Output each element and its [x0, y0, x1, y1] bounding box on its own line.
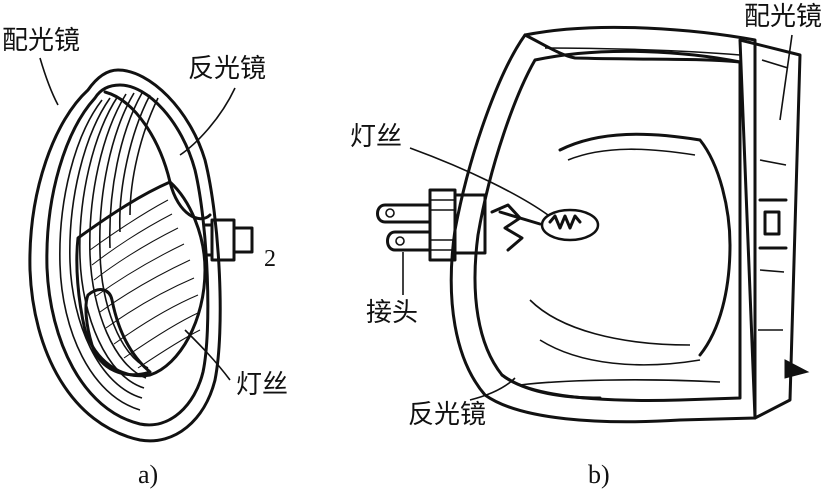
reflector-b-outer [449, 25, 757, 424]
headlamp-b [376, 25, 810, 424]
label-b-reflector: 反光镜 [408, 400, 487, 430]
caption-b: b) [588, 460, 610, 489]
reflector-b-bowl [558, 132, 732, 357]
reflector-a-hatch [89, 199, 201, 369]
connector-pin-bottom [386, 230, 432, 252]
leader-b-reflector [469, 377, 516, 401]
lens-a-ribs [59, 92, 159, 411]
connector-pin-top [376, 203, 432, 224]
filament-b-coil [548, 214, 582, 230]
label-a-reflector: 反光镜 [188, 54, 267, 84]
leader-a-reflector [179, 87, 236, 156]
lens-b-frame [738, 38, 802, 420]
socket-a-cap [232, 226, 254, 254]
leader-b-lens [779, 34, 793, 121]
leader-a-lens [39, 57, 59, 106]
lens-a-outer [28, 68, 222, 443]
label-b-lens: 配光镜 [744, 2, 823, 32]
label-a-lens: 配光镜 [2, 26, 81, 56]
label-b-connector: 接头 [366, 298, 419, 328]
leader-b-filament [409, 147, 549, 216]
headlamp-a [28, 57, 254, 443]
leader-a-filament [184, 329, 231, 381]
shield-b [490, 203, 524, 252]
reflector-b-inner [473, 49, 742, 402]
label-a-number: 2 [264, 246, 276, 272]
label-a-filament: 灯丝 [236, 370, 289, 400]
reflector-a-edge [103, 90, 212, 221]
lens-b-clip [763, 210, 781, 236]
reflector-a-cut [75, 180, 207, 378]
label-b-filament: 灯丝 [350, 122, 403, 152]
lens-a-flap [84, 288, 152, 377]
lens-a-inner-rim [45, 83, 210, 427]
caption-a: a) [138, 460, 159, 489]
lens-b-tab [784, 359, 810, 379]
